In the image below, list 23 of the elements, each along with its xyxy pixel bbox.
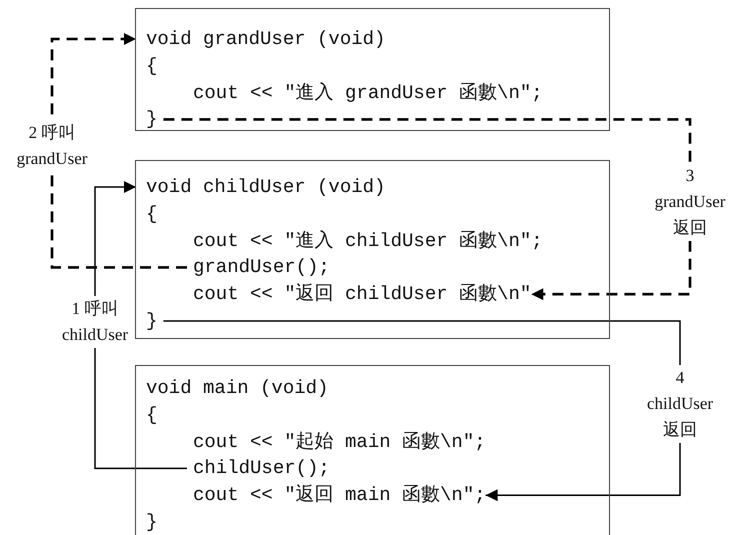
code-line: cout << "起始 main 函數\n"; [193,428,486,455]
code-line: cout << "返回 childUser 函數\n" [193,281,532,308]
code-line: { [136,200,158,227]
code-line: cout << "進入 grandUser 函數\n"; [193,80,543,106]
code-line: cout << "返回 main 函數\n"; [193,482,486,508]
arrow [163,118,692,300]
code-line: } [136,106,158,132]
code-line: cout << "進入 childUser 函數\n"; [193,228,543,254]
edge-label: 1 呼叫 childUser [60,296,130,348]
edge-label: 4 childUser 返回 [644,365,716,443]
code-line: childUser(); [193,455,330,482]
code-line: grandUser(); [193,254,330,280]
code-line: void grandUser (void) [136,26,386,52]
code-line: { [136,52,158,79]
code-line: } [136,308,158,334]
code-line: void main (void) [136,375,328,401]
code-line: } [136,509,158,535]
code-line: { [136,402,158,428]
code-line: void childUser (void) [136,174,386,200]
code-box [135,365,610,535]
code-box [135,160,610,339]
code-box [135,8,610,131]
arrow [163,320,681,502]
